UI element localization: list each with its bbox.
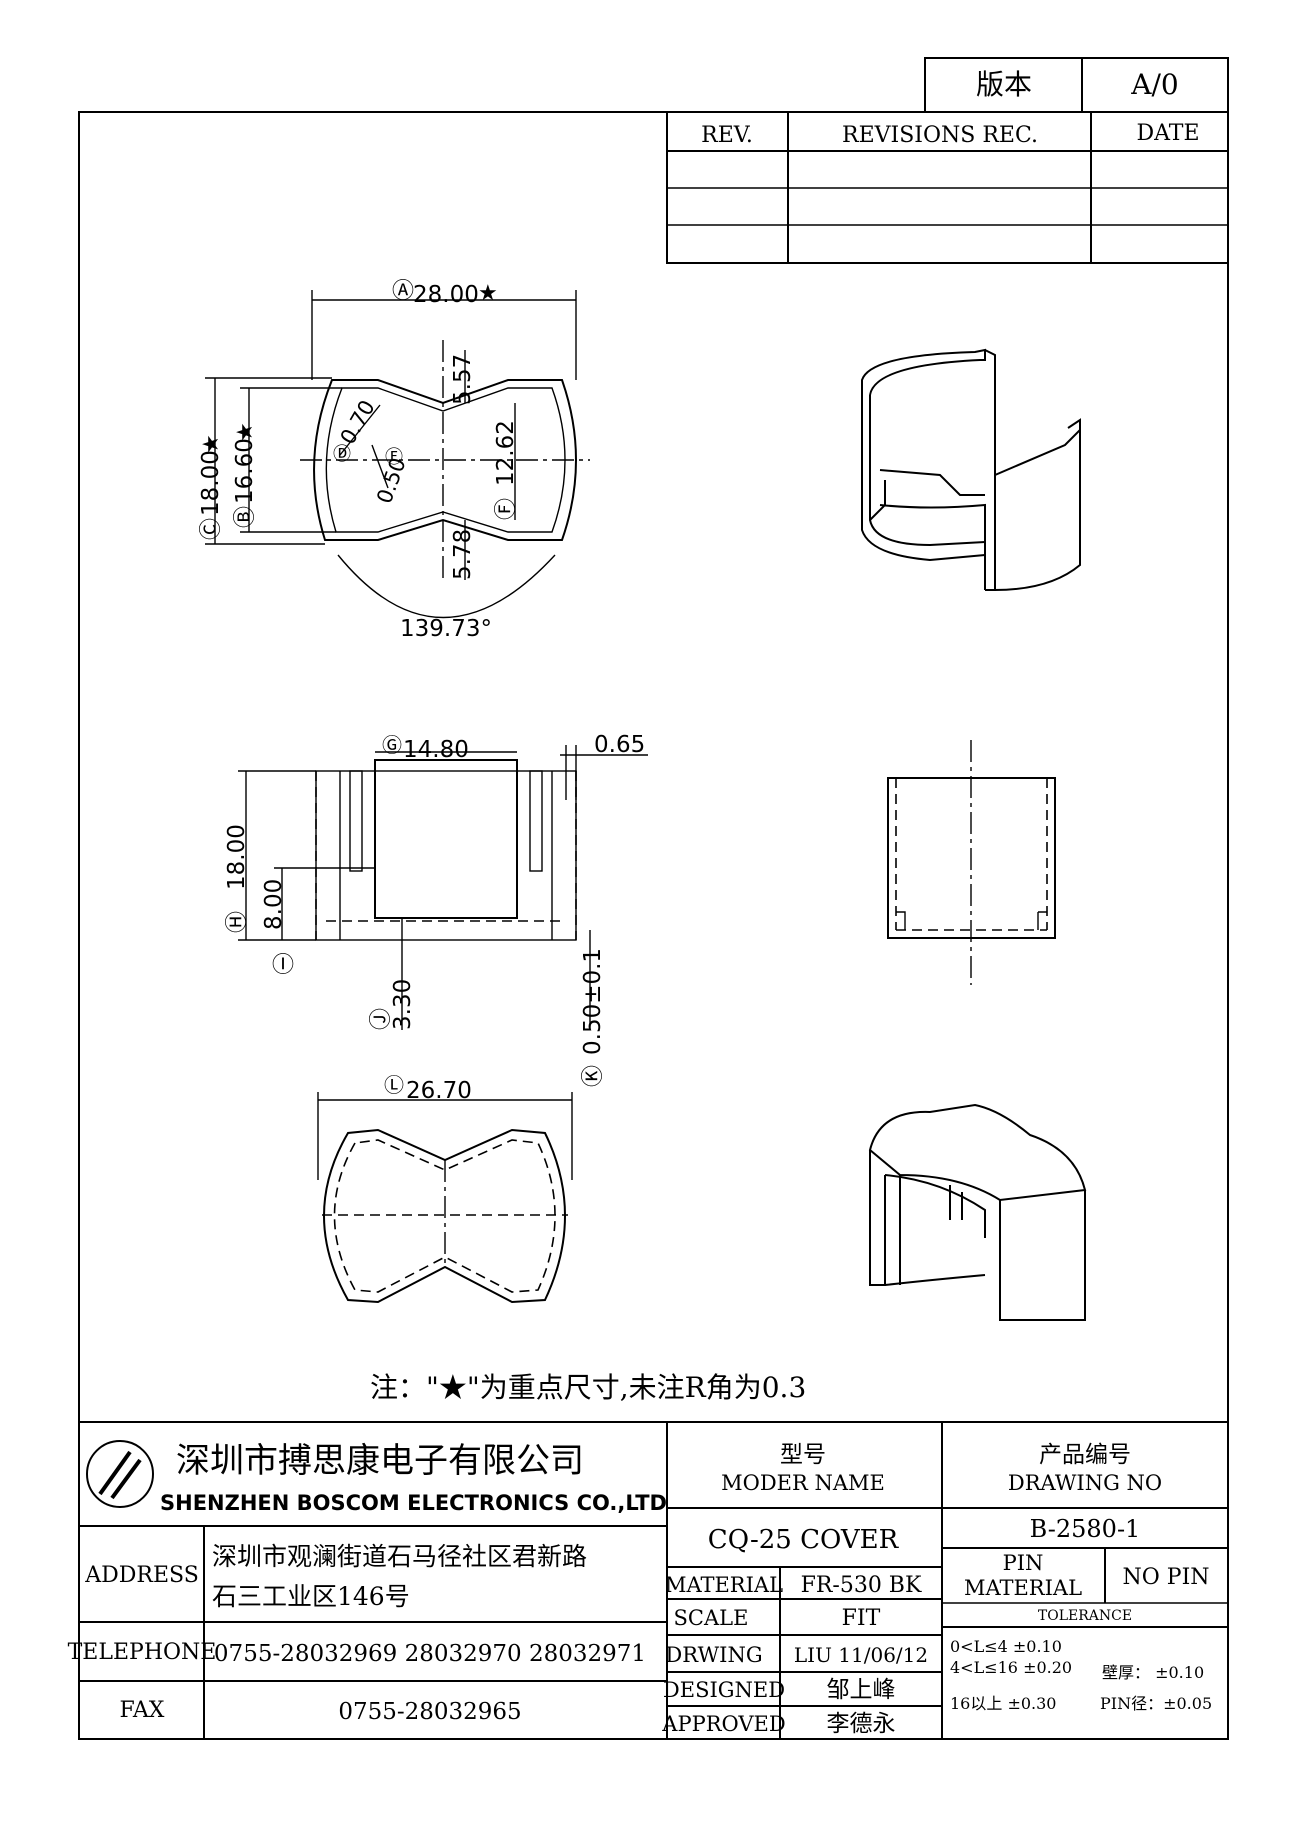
company-name-en: SHENZHEN BOSCOM ELECTRONICS CO.,LTD — [160, 1491, 667, 1515]
bottom-view: Ⓛ 26.70 — [317, 1073, 573, 1304]
dim-c-star: ★ — [199, 434, 224, 454]
tolerance-wall: 壁厚： ±0.10 — [1102, 1663, 1204, 1682]
pin-label-1: PIN — [1003, 1551, 1044, 1575]
tolerance-row-3: 16以上 ±0.30 — [950, 1694, 1056, 1713]
model-label-cn: 型号 — [780, 1442, 826, 1468]
designed-value: 邹上峰 — [827, 1677, 896, 1703]
tolerance-label: TOLERANCE — [1038, 1608, 1132, 1624]
address-line-1: 深圳市观澜街道石马径社区君新路 — [212, 1542, 587, 1571]
model-label-en: MODER NAME — [721, 1471, 885, 1495]
title-block: 深圳市搏思康电子有限公司 SHENZHEN BOSCOM ELECTRONICS… — [68, 1421, 1228, 1739]
dim-c-value: 18.00 — [198, 450, 224, 516]
address-label: ADDRESS — [84, 1563, 199, 1588]
approved-value: 李德永 — [827, 1711, 896, 1737]
dim-b-circle: Ⓑ — [233, 506, 258, 528]
company-name-cn: 深圳市搏思康电子有限公司 — [176, 1441, 584, 1481]
dim-f-value: 12.62 — [493, 420, 519, 486]
tolerance-pin: PIN径：±0.05 — [1100, 1694, 1212, 1713]
dim-a-star: ★ — [478, 281, 498, 306]
designed-label: DESIGNED — [663, 1678, 785, 1702]
company-logo — [86, 1440, 154, 1508]
dim-f-circle: Ⓕ — [494, 498, 519, 520]
dim-c-circle: Ⓒ — [199, 518, 224, 540]
note-text: 注："★"为重点尺寸,未注R角为0.3 — [370, 1371, 806, 1404]
scale-label: SCALE — [674, 1606, 749, 1630]
dim-k-value: 0.50±0.1 — [580, 948, 606, 1055]
telephone-label: TELEPHONE — [68, 1640, 217, 1665]
dim-g-value: 14.80 — [403, 737, 469, 763]
approved-label: APPROVED — [661, 1712, 785, 1736]
dim-b-star: ★ — [233, 422, 258, 442]
dim-l-value: 26.70 — [406, 1078, 472, 1104]
top-view: Ⓐ 28.00 ★ Ⓒ 18.00 ★ Ⓑ 16.60 ★ Ⓓ 0.70 Ⓔ 0… — [198, 279, 590, 642]
version-box: 版本 A/0 — [924, 57, 1229, 113]
version-label: 版本 — [976, 68, 1032, 101]
dim-e-circle: Ⓔ — [385, 447, 403, 468]
material-value: FR-530 BK — [801, 1573, 922, 1598]
drwing-value: LIU 11/06/12 — [794, 1643, 928, 1667]
version-value: A/0 — [1130, 68, 1178, 101]
revisions-rec-header: REVISIONS REC. — [842, 123, 1038, 148]
fax-label: FAX — [120, 1698, 165, 1723]
drwing-label: DRWING — [665, 1643, 762, 1667]
model-name: CQ-25 COVER — [708, 1525, 900, 1555]
dim-b-value: 16.60 — [232, 438, 258, 504]
dim-a-value: 28.00 — [413, 282, 479, 308]
tolerance-row-2: 4<L≤16 ±0.20 — [950, 1658, 1072, 1677]
revisions-table: REV. REVISIONS REC. DATE — [666, 111, 1229, 264]
front-view: Ⓖ 14.80 0.65 Ⓗ 18.00 8.00 Ⓘ 3.30 Ⓙ 0.50±… — [224, 732, 648, 1087]
fax-value: 0755-28032965 — [338, 1699, 521, 1725]
dim-i-value: 8.00 — [261, 879, 287, 930]
drawing-number: B-2580-1 — [1030, 1515, 1141, 1543]
dim-bottom-value: 5.78 — [450, 529, 476, 580]
address-line-2: 石三工业区146号 — [212, 1582, 410, 1611]
side-view — [887, 740, 1056, 985]
pin-label-2: MATERIAL — [964, 1576, 1082, 1600]
date-header: DATE — [1136, 121, 1199, 146]
dim-h-circle: Ⓗ — [225, 911, 250, 933]
dim-l-circle: Ⓛ — [384, 1073, 404, 1097]
dim-angle: 139.73° — [400, 616, 492, 642]
isometric-view-closed — [868, 1103, 1087, 1321]
telephone-value: 0755-28032969 28032970 28032971 — [214, 1641, 646, 1667]
scale-value: FIT — [842, 1606, 881, 1631]
dim-a-circle: Ⓐ — [392, 279, 414, 304]
dim-g-circle: Ⓖ — [382, 733, 402, 757]
rev-header: REV. — [701, 123, 753, 148]
isometric-view-open — [861, 348, 1081, 592]
dim-d-circle: Ⓓ — [333, 444, 351, 465]
material-label: MATERIAL — [665, 1573, 783, 1597]
dim-top-value: 5.57 — [450, 354, 476, 405]
dim-k-circle: Ⓚ — [581, 1065, 606, 1087]
dim-d-value: 0.70 — [336, 396, 380, 449]
dim-h-value: 18.00 — [224, 824, 250, 890]
dim-wall-value: 0.65 — [594, 732, 645, 758]
sheet-border — [78, 111, 1229, 1740]
drawing-label-en: DRAWING NO — [1008, 1471, 1162, 1495]
tolerance-row-1: 0<L≤4 ±0.10 — [950, 1637, 1062, 1656]
dim-j-circle: Ⓙ — [369, 1008, 394, 1030]
drawing-label-cn: 产品编号 — [1039, 1442, 1131, 1468]
dim-j-value: 3.30 — [390, 979, 416, 1030]
pin-value: NO PIN — [1122, 1565, 1209, 1590]
dim-i-circle: Ⓘ — [272, 953, 294, 978]
